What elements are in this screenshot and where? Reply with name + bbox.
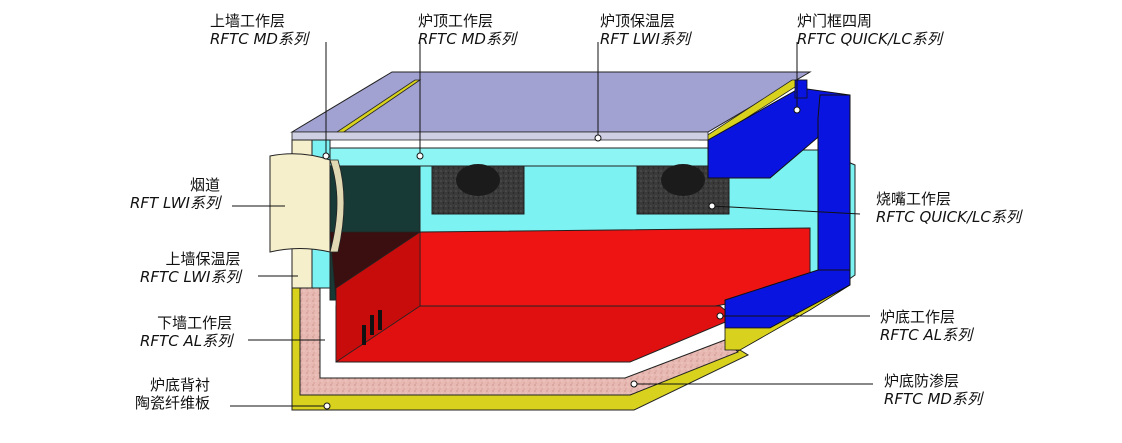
roof-work-cn: 炉顶工作层	[418, 12, 494, 30]
label-upper-wall-insul: 上墙保温层 RFTC LWI系列	[140, 252, 240, 285]
upper-wall-work-en: RFTC MD系列	[210, 30, 308, 48]
burner-en: RFTC QUICK/LC系列	[876, 208, 1021, 226]
hearth-work-en: RFTC AL系列	[880, 326, 973, 344]
roof-insul-cn: 炉顶保温层	[600, 12, 676, 30]
door-corner-tab	[794, 79, 808, 99]
burner-hole-2	[661, 164, 705, 196]
lower-wall-work-cn: 下墙工作层	[157, 314, 233, 332]
hearth-work-cn: 炉底工作层	[880, 308, 956, 326]
flue-inner	[329, 159, 345, 253]
upper-wall-insul-en: RFTC LWI系列	[140, 268, 241, 286]
door-frame-side	[817, 94, 851, 297]
hearth-back-cn: 炉底背衬	[150, 376, 211, 394]
roof-front-edge	[291, 131, 709, 141]
label-flue: 烟道 RFT LWI系列	[130, 178, 220, 211]
flue-cn: 烟道	[189, 176, 220, 194]
peg-1	[362, 325, 366, 345]
label-door-frame: 炉门框四周 RFTC QUICK/LC系列	[797, 14, 942, 47]
upper-wall-work-cn: 上墙工作层	[210, 12, 286, 30]
roof-work-en: RFTC MD系列	[418, 30, 516, 48]
label-burner: 烧嘴工作层 RFTC QUICK/LC系列	[876, 192, 1021, 225]
red-left-lower	[335, 231, 421, 363]
peg-3	[378, 310, 382, 330]
label-roof-insul: 炉顶保温层 RFT LWI系列	[600, 14, 690, 47]
label-roof-work: 炉顶工作层 RFTC MD系列	[418, 14, 516, 47]
lower-wall-work-en: RFTC AL系列	[140, 332, 233, 350]
door-frame-en: RFTC QUICK/LC系列	[797, 30, 942, 48]
upper-wall-insul-cn: 上墙保温层	[165, 250, 241, 268]
burner-cn: 烧嘴工作层	[876, 190, 952, 208]
peg-2	[370, 315, 374, 335]
leader-lines	[230, 42, 873, 410]
hearth-seep-cn: 炉底防渗层	[884, 372, 960, 390]
flue-en: RFT LWI系列	[130, 194, 220, 212]
door-frame-shadow	[724, 284, 851, 351]
label-upper-wall-work: 上墙工作层 RFTC MD系列	[210, 14, 308, 47]
label-lower-wall-work: 下墙工作层 RFTC AL系列	[140, 316, 232, 349]
hearth-back-en: 陶瓷纤维板	[135, 394, 211, 412]
burner-hole-1	[456, 164, 500, 196]
roof-work-layer	[329, 147, 709, 167]
label-hearth-back: 炉底背衬 陶瓷纤维板	[135, 378, 210, 411]
label-hearth-work: 炉底工作层 RFTC AL系列	[880, 310, 972, 343]
hearth-seep-en: RFTC MD系列	[884, 390, 982, 408]
door-frame-cn: 炉门框四周	[797, 12, 873, 30]
label-hearth-seep: 炉底防渗层 RFTC MD系列	[884, 374, 982, 407]
roof-insul-en: RFT LWI系列	[600, 30, 690, 48]
flue-pipe	[269, 153, 331, 253]
